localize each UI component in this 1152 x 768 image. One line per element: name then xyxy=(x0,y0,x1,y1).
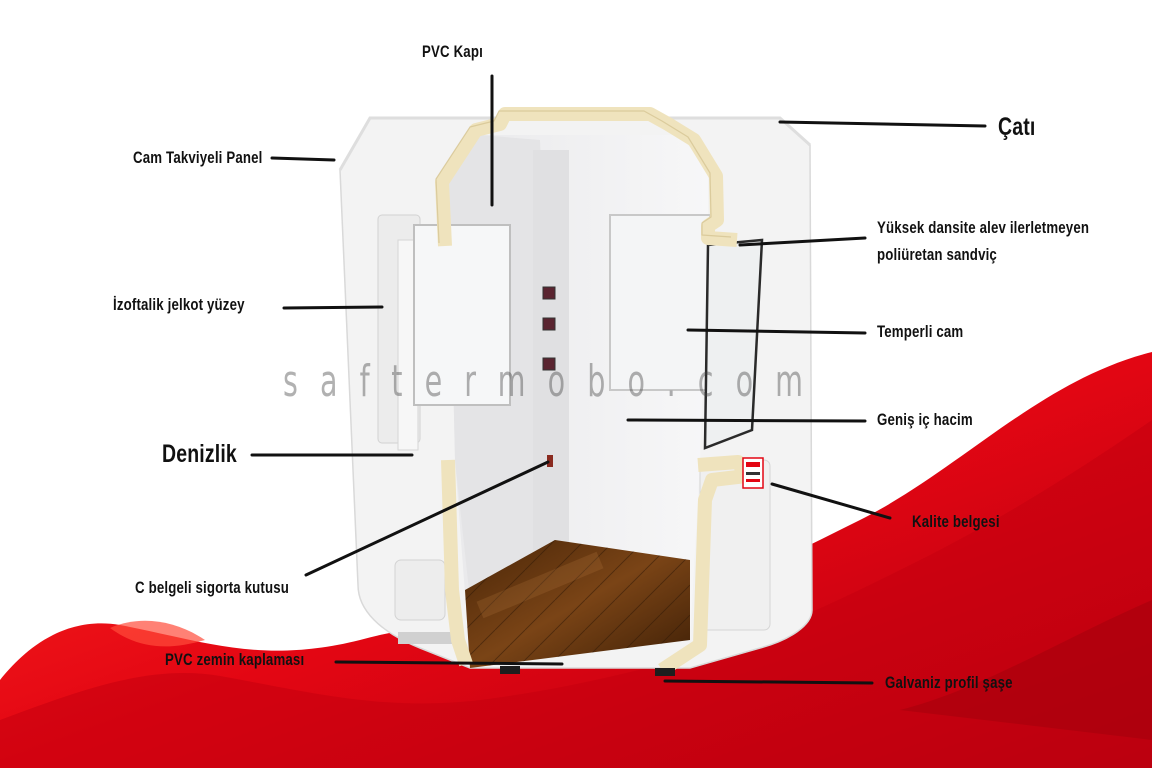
leader-genis-ic-hacim xyxy=(626,418,867,423)
insulation-section xyxy=(435,107,753,676)
watermark: saftermobo.com xyxy=(283,356,826,407)
leader-temperli-cam xyxy=(686,328,867,335)
label-temperli-cam: Temperli cam xyxy=(877,322,964,341)
leader-lines xyxy=(250,74,987,685)
label-cati: Çatı xyxy=(998,113,1036,141)
label-pvc-kapi: PVC Kapı xyxy=(422,42,483,61)
leader-zemin xyxy=(334,660,564,666)
leader-kalite-belgesi xyxy=(770,482,892,520)
label-izoftalik: İzoftalik jelkot yüzey xyxy=(113,295,245,314)
quality-sticker xyxy=(742,457,764,489)
label-denizlik: Denizlik xyxy=(162,440,237,468)
label-genis-ic-hacim: Geniş iç hacim xyxy=(877,410,973,429)
leader-cam-takviyeli-panel xyxy=(270,156,336,162)
label-sandvic-line1: Yüksek dansite alev ilerletmeyen xyxy=(877,218,1090,237)
label-sase: Galvaniz profil şaşe xyxy=(885,673,1013,692)
label-sigorta-kutusu: C belgeli sigorta kutusu xyxy=(135,578,290,597)
red-ribbon xyxy=(0,352,1152,768)
cabin-interior xyxy=(413,135,764,668)
label-sandvic: Yüksek dansite alev ilerletmeyen poliüre… xyxy=(877,214,1134,268)
label-sandvic-line2: poliüretan sandviç xyxy=(877,245,997,264)
leader-sandvic xyxy=(738,236,867,247)
leader-cati xyxy=(778,120,987,128)
leader-izoftalik xyxy=(282,305,384,310)
label-cam-takviyeli-panel: Cam Takviyeli Panel xyxy=(133,148,263,167)
label-kalite-belgesi: Kalite belgesi xyxy=(912,512,1000,531)
leader-sigorta-kutusu xyxy=(304,460,550,577)
label-zemin: PVC zemin kaplaması xyxy=(165,650,305,669)
leader-sase xyxy=(663,679,874,685)
